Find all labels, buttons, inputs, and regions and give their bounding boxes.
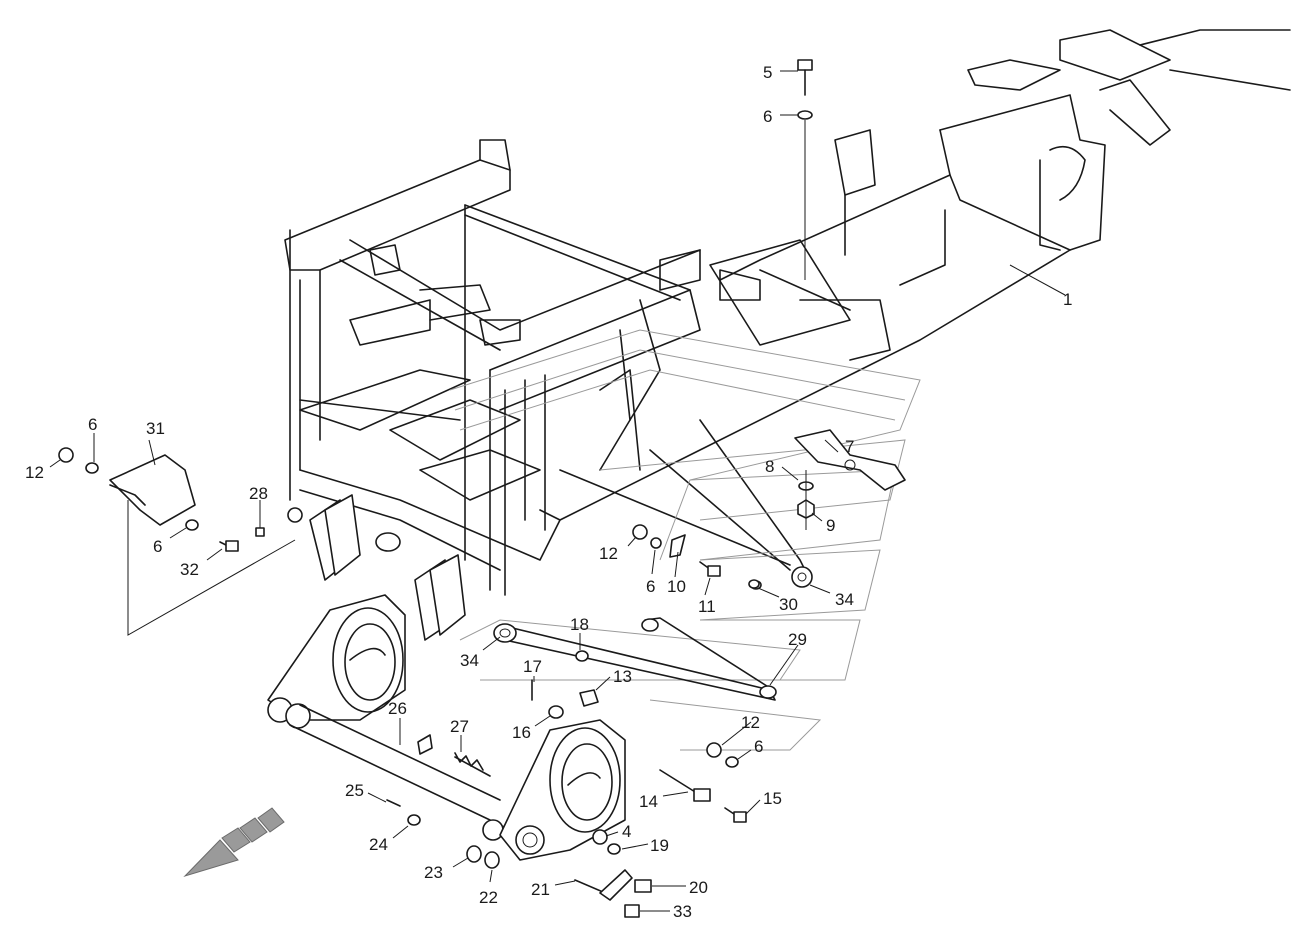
mounting-plates — [287, 494, 517, 643]
hardware-parts — [58, 59, 815, 918]
callout-28: 28 — [249, 484, 268, 503]
callout-15: 15 — [763, 789, 782, 808]
direction-arrow — [183, 807, 285, 878]
callout-30: 30 — [779, 595, 798, 614]
right-hub-bracket — [499, 719, 626, 861]
callout-20: 20 — [689, 878, 708, 897]
callout-27: 27 — [450, 717, 469, 736]
callout-5: 5 — [763, 63, 772, 82]
callout-12-center: 12 — [599, 544, 618, 563]
callout-22: 22 — [479, 888, 498, 907]
callout-21: 21 — [531, 880, 550, 899]
ghost-outline — [449, 329, 921, 751]
callout-19: 19 — [650, 836, 669, 855]
callout-31: 31 — [146, 419, 165, 438]
callout-4: 4 — [622, 822, 631, 841]
callout-6-left-top: 6 — [88, 415, 97, 434]
callout-1: 1 — [1063, 290, 1072, 309]
callout-11: 11 — [698, 597, 716, 616]
callout-26: 26 — [388, 699, 407, 718]
callout-23: 23 — [424, 863, 443, 882]
callout-6: 6 — [763, 107, 772, 126]
callout-25: 25 — [345, 781, 364, 800]
callout-10: 10 — [667, 577, 686, 596]
callout-18: 18 — [570, 615, 589, 634]
callout-34-left: 34 — [460, 651, 479, 670]
callout-17: 17 — [523, 657, 542, 676]
callout-12-right: 12 — [741, 713, 760, 732]
callout-6-right: 6 — [754, 737, 763, 756]
bracket-7-drawing — [794, 429, 906, 491]
cover-plate-drawing — [109, 454, 296, 636]
left-hub-bracket — [267, 594, 511, 841]
callout-14: 14 — [639, 792, 658, 811]
leader-lines — [49, 70, 1066, 912]
callout-9: 9 — [826, 516, 835, 535]
callout-24: 24 — [369, 835, 388, 854]
main-frame-drawing — [284, 29, 1291, 596]
callout-6-left-bottom: 6 — [153, 537, 162, 556]
callout-13: 13 — [613, 667, 632, 686]
callout-32: 32 — [180, 560, 199, 579]
callout-16: 16 — [512, 723, 531, 742]
callout-labels: 1 5 6 7 8 9 31 6 12 6 32 28 12 6 10 11 3… — [25, 63, 1072, 921]
callout-29: 29 — [788, 630, 807, 649]
callout-6-center: 6 — [646, 577, 655, 596]
callout-7: 7 — [845, 437, 854, 456]
callout-8: 8 — [765, 457, 774, 476]
callout-33: 33 — [673, 902, 692, 921]
callout-12-left: 12 — [25, 463, 44, 482]
callout-34-right: 34 — [835, 590, 854, 609]
